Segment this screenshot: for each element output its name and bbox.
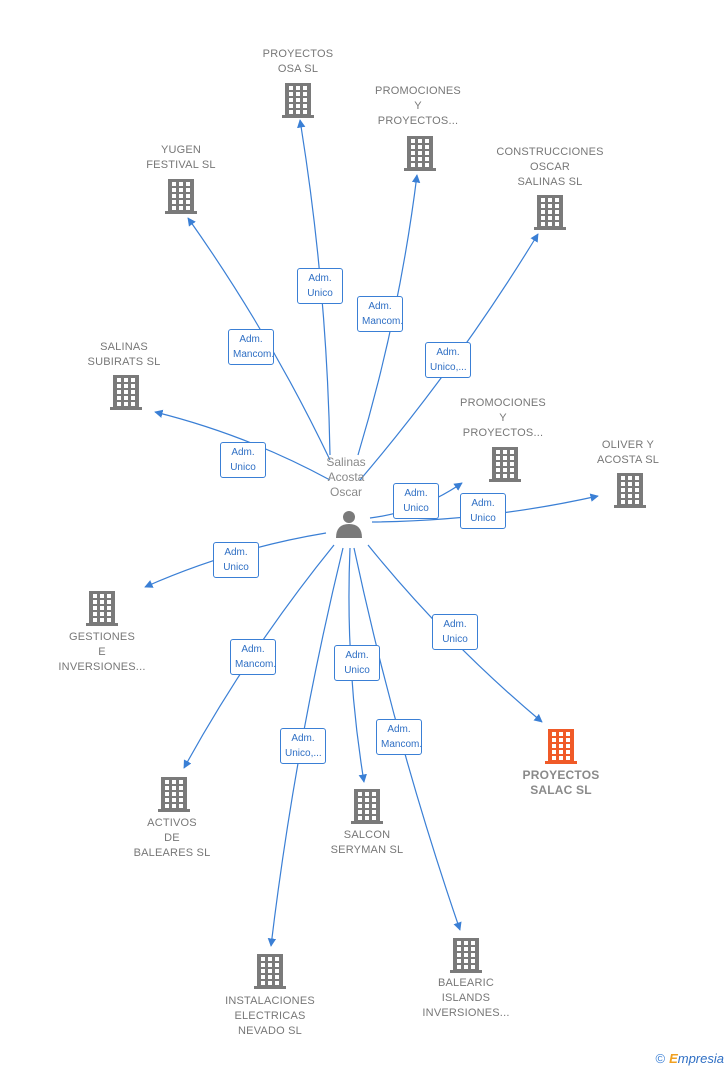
- building-icon-yugen[interactable]: [165, 179, 197, 214]
- role-label-gestiones: Adm. Unico: [213, 542, 259, 578]
- role-label-proyectos-osa: Adm. Unico: [297, 268, 343, 304]
- role-label-oliver: Adm. Unico: [460, 493, 506, 529]
- company-label-salinas-subirats[interactable]: SALINAS SUBIRATS SL: [87, 341, 161, 368]
- company-label-construcciones[interactable]: CONSTRUCCIONES OSCAR SALINAS SL: [496, 146, 604, 188]
- building-icon-activos[interactable]: [158, 777, 190, 812]
- building-icon-gestiones[interactable]: [86, 591, 118, 626]
- role-label-instalaciones: Adm. Unico,...: [280, 728, 326, 764]
- building-icon-balearic[interactable]: [450, 938, 482, 973]
- company-label-promociones-2[interactable]: PROMOCIONES Y PROYECTOS...: [460, 397, 546, 439]
- center-person-label[interactable]: Salinas Acosta Oscar: [326, 455, 366, 499]
- building-icon-construcciones[interactable]: [534, 195, 566, 230]
- building-icon-instalaciones[interactable]: [254, 954, 286, 989]
- role-label-proyectos-salac: Adm. Unico: [432, 614, 478, 650]
- building-icon-proyectos-salac[interactable]: [545, 729, 577, 764]
- company-label-instalaciones[interactable]: INSTALACIONES ELECTRICAS NEVADO SL: [225, 995, 315, 1037]
- copyright-icon: ©: [655, 1051, 666, 1066]
- building-icon-promociones-2[interactable]: [489, 447, 521, 482]
- role-label-yugen: Adm. Mancom.: [228, 329, 274, 365]
- company-label-yugen[interactable]: YUGEN FESTIVAL SL: [146, 144, 216, 171]
- brand-footer: ©Empresia: [655, 1051, 724, 1066]
- company-label-promociones-1[interactable]: PROMOCIONES Y PROYECTOS...: [375, 85, 461, 127]
- brand-logo-initial: E: [669, 1051, 678, 1066]
- role-label-promociones-1: Adm. Mancom.: [357, 296, 403, 332]
- building-icon-proyectos-osa[interactable]: [282, 83, 314, 118]
- company-label-activos[interactable]: ACTIVOS DE BALEARES SL: [133, 817, 211, 859]
- person-icon[interactable]: [336, 511, 362, 538]
- role-label-activos: Adm. Mancom.: [230, 639, 276, 675]
- edge-salinas-subirats: [154, 409, 331, 481]
- company-label-proyectos-osa[interactable]: PROYECTOS OSA SL: [262, 48, 334, 75]
- building-icon-salcon[interactable]: [351, 789, 383, 824]
- role-label-construcciones: Adm. Unico,...: [425, 342, 471, 378]
- company-label-proyectos-salac[interactable]: PROYECTOS SALAC SL: [522, 768, 600, 797]
- building-icon-promociones-1[interactable]: [404, 136, 436, 171]
- company-label-gestiones[interactable]: GESTIONES E INVERSIONES...: [58, 631, 146, 673]
- role-label-salcon: Adm. Unico: [334, 645, 380, 681]
- company-label-balearic[interactable]: BALEARIC ISLANDS INVERSIONES...: [422, 977, 510, 1019]
- role-label-salinas-subirats: Adm. Unico: [220, 442, 266, 478]
- building-icon-oliver[interactable]: [614, 473, 646, 508]
- company-label-oliver[interactable]: OLIVER Y ACOSTA SL: [596, 439, 660, 466]
- brand-logo-text: mpresia: [677, 1051, 724, 1066]
- role-label-promociones-2: Adm. Unico: [393, 483, 439, 519]
- company-label-salcon[interactable]: SALCON SERYMAN SL: [330, 829, 404, 856]
- role-label-balearic: Adm. Mancom.: [376, 719, 422, 755]
- building-icon-salinas-subirats[interactable]: [110, 375, 142, 410]
